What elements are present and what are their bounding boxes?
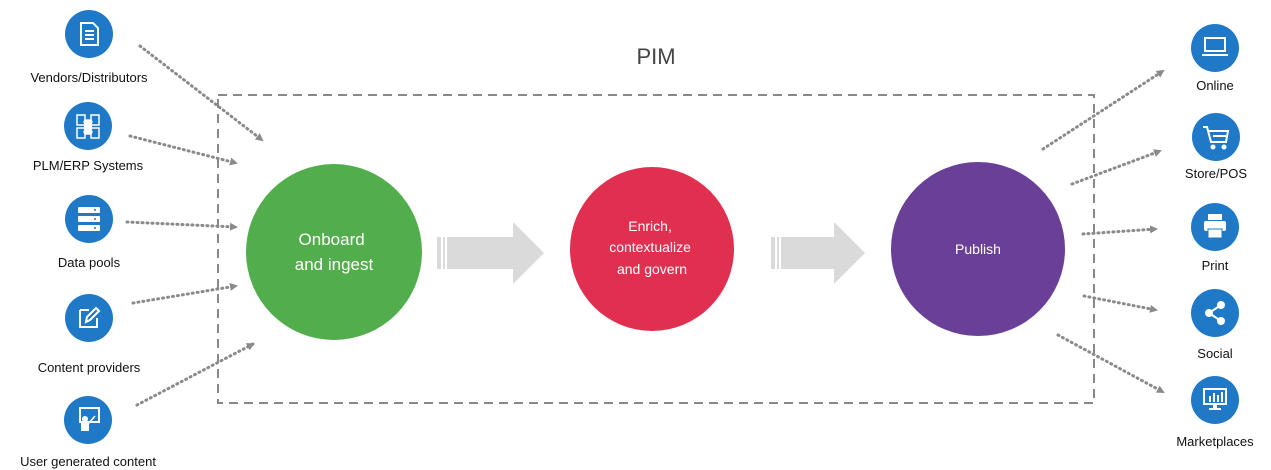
svg-text:Enrich, contextualize: Enrich, contextualize and govern xyxy=(609,218,695,277)
source-plm-erp: PLM/ERP Systems xyxy=(33,102,144,173)
laptop-icon xyxy=(1202,37,1228,56)
connector-store-pos xyxy=(1070,149,1162,186)
stage-enrich-circle xyxy=(570,167,734,331)
svg-text:Onboard and ingest: Onboard and ingest xyxy=(295,230,374,274)
connector-vendors xyxy=(138,44,264,142)
stage-enrich-line-2: contextualize xyxy=(609,239,691,255)
document-icon xyxy=(80,22,99,46)
source-data-pools: Data pools xyxy=(58,195,121,270)
output-social-label: Social xyxy=(1197,346,1233,361)
source-content-providers-circle xyxy=(65,294,113,342)
output-marketplaces: Marketplaces xyxy=(1176,376,1254,449)
source-plm-erp-label: PLM/ERP Systems xyxy=(33,158,144,173)
source-user-content-label: User generated content xyxy=(20,454,156,469)
stage-publish-circle xyxy=(891,162,1065,336)
source-vendors: Vendors/Distributors xyxy=(30,10,148,85)
connector-marketplaces xyxy=(1056,333,1165,394)
stage-onboard-line-1: Onboard xyxy=(299,230,365,249)
server-icon xyxy=(78,207,100,231)
shopping-cart-icon xyxy=(1203,126,1230,150)
output-print: Print xyxy=(1191,203,1239,273)
stage-publish: Publish xyxy=(891,162,1065,336)
output-marketplaces-label: Marketplaces xyxy=(1176,434,1254,449)
connector-print xyxy=(1081,225,1158,236)
stage-onboard-circle xyxy=(246,164,422,340)
output-online: Online xyxy=(1191,24,1239,93)
output-social-circle xyxy=(1191,289,1239,337)
source-vendors-label: Vendors/Distributors xyxy=(30,70,148,85)
source-data-pools-label: Data pools xyxy=(58,255,121,270)
output-print-label: Print xyxy=(1202,258,1229,273)
stage-enrich-line-1: Enrich, xyxy=(628,218,672,234)
output-store-pos-label: Store/POS xyxy=(1185,166,1247,181)
stage-enrich: Enrich, contextualize and govern xyxy=(570,167,734,331)
source-user-content-circle xyxy=(64,396,112,444)
source-content-providers: Content providers xyxy=(38,294,141,375)
pim-title: PIM xyxy=(636,44,675,69)
output-online-circle xyxy=(1191,24,1239,72)
output-store-pos: Store/POS xyxy=(1185,113,1247,181)
database-documents-icon xyxy=(76,114,100,139)
pim-frame xyxy=(217,94,1095,404)
stage-onboard-line-2: and ingest xyxy=(295,255,374,274)
connector-data-pools xyxy=(125,220,238,231)
connector-plm-erp xyxy=(128,134,238,166)
stage-publish-line-1: Publish xyxy=(955,241,1001,257)
presenter-icon xyxy=(79,407,100,431)
connector-user-content xyxy=(135,342,255,407)
output-social: Social xyxy=(1191,289,1239,361)
edit-icon xyxy=(79,306,101,328)
printer-icon xyxy=(1204,214,1226,239)
connector-content-providers xyxy=(131,283,238,305)
stage-onboard: Onboard and ingest xyxy=(246,164,422,340)
source-content-providers-label: Content providers xyxy=(38,360,141,375)
output-connectors xyxy=(1041,69,1165,394)
flow-arrow-1 xyxy=(437,222,544,284)
monitor-chart-icon xyxy=(1203,388,1227,410)
share-icon xyxy=(1205,301,1225,325)
source-user-content: User generated content xyxy=(20,396,156,469)
connector-online xyxy=(1041,69,1165,151)
stage-enrich-line-3: and govern xyxy=(617,261,687,277)
flow-arrow-2 xyxy=(771,222,865,284)
output-online-label: Online xyxy=(1196,78,1234,93)
connector-social xyxy=(1082,294,1158,313)
source-connectors xyxy=(125,44,264,407)
